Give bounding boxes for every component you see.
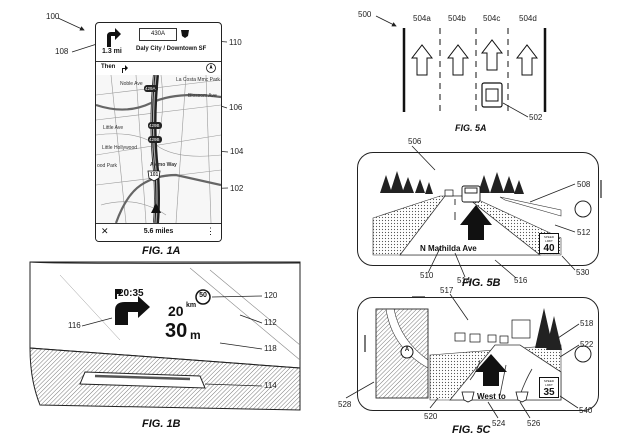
hud-distance-big-unit: m [190,328,201,342]
fig5b-street-name: N Mathilda Ave [420,244,477,253]
close-icon[interactable]: ✕ [101,226,109,236]
hud-time: 20:35 [118,288,144,299]
compass-icon[interactable] [206,62,216,74]
ref-540: 540 [579,406,593,415]
map-label: La Costa Mmc Park [176,77,220,83]
map-label: Little Hollywood [102,145,138,151]
ref-106: 106 [229,103,243,112]
ref-510: 510 [420,271,434,280]
ref-516: 516 [514,276,528,285]
fig1a-map[interactable]: Noble Ave La Costa Mmc Park Blossom Ave … [96,75,221,223]
fig5a-leaders [375,15,529,118]
lane-label: 504b [448,14,466,23]
hud-distance-big: 30 [165,320,188,342]
speed-sign-value: 40 [543,243,555,254]
fig1b-speed-limit-circle [195,289,211,305]
map-roads [96,75,221,223]
ref-118: 118 [264,344,277,353]
fig1a-phone: 1.3 mi 430A Daly City / Downtown SF Then [95,22,222,242]
ref-100: 100 [46,12,60,21]
fig5a-vehicle [481,82,503,108]
fig5a-caption: FIG. 5A [455,123,487,133]
lane-label: 504a [413,14,431,23]
fig1b-leaders [81,295,263,387]
ref-512: 512 [577,228,591,237]
turn-right-icon [107,28,121,47]
ref-508: 508 [577,180,591,189]
map-label: Alemo Way [150,162,177,168]
ref-104: 104 [230,147,244,156]
more-menu-icon[interactable]: ⋮ [206,226,215,236]
fig5c-speed-sign: SPEED LIMIT 35 [539,377,559,398]
fig1a-distance: 1.3 mi [102,48,122,55]
map-label: ood Park [97,163,118,169]
speed-sign-caption: SPEED LIMIT [543,379,555,387]
fig5b-phone [357,152,599,266]
ref-526: 526 [527,419,541,428]
ref-522: 522 [580,340,594,349]
fig1b-hud-turn-arrow [115,289,150,325]
fig5b-leaders [411,145,576,279]
fig1a-maneuver-banner: 1.3 mi 430A Daly City / Downtown SF [96,23,221,62]
fig1a-destination: Daly City / Downtown SF [136,46,207,52]
fig5b-speed-sign: SPEED LIMIT 40 [539,233,559,254]
fig5b-caption: FIG. 5B [462,277,501,289]
ref-528: 528 [338,400,352,409]
fig1b-caption: FIG. 1B [142,418,181,430]
speed-limit-value: 50 [199,292,207,299]
map-shield: 429A [145,86,156,91]
hud-distance-small: 20 [168,303,184,319]
ref-514: 514 [457,276,471,285]
compass-marker: A [404,347,410,353]
map-label: Little Ave [103,125,124,131]
fig5a-lane-arrows [410,39,539,76]
remaining-distance: 5.6 miles [143,228,174,235]
ref-114: 114 [264,381,277,390]
lane-label: 504c [483,14,501,23]
fig5c-direction: West to [477,392,506,401]
ref-502: 502 [529,113,543,122]
ref-116: 116 [68,321,81,330]
map-label: Blossom Ave [188,93,217,99]
then-turn-icon [122,65,128,73]
ref-102: 102 [230,184,244,193]
ref-110: 110 [229,38,242,47]
ref-506: 506 [408,137,422,146]
ref-524: 524 [492,419,506,428]
lane-label: 504d [519,14,537,23]
ref-108: 108 [55,47,69,56]
ref-530: 530 [576,268,590,277]
route-badge: 430A [139,28,177,41]
ref-500: 500 [358,10,372,19]
fig5b-scene [372,161,602,256]
highway-shield-icon [181,30,189,38]
ref-112: 112 [264,318,277,327]
ref-120: 120 [264,291,278,300]
map-label: Noble Ave [120,81,143,87]
map-shield: 429B [149,137,160,142]
fig5c-phone [357,297,599,411]
fig5c-caption: FIG. 5C [452,424,491,436]
ref-518: 518 [580,319,594,328]
fig1a-then-bar: Then [96,61,221,76]
then-label: Then [101,64,116,70]
fig1a-bottom-bar: ✕ 5.6 miles ⋮ [96,223,221,241]
map-shield: 429B [149,123,160,128]
map-shield: 101 [150,172,159,178]
fig1a-caption: FIG. 1A [142,245,181,257]
ref-520: 520 [424,412,438,421]
speed-sign-value: 35 [543,387,555,398]
hud-distance-small-unit: km [186,302,197,309]
speed-sign-caption: SPEED LIMIT [543,235,555,243]
fig5a-lanes [402,28,547,112]
fig1b-windshield [29,261,301,411]
ref-517: 517 [440,286,454,295]
